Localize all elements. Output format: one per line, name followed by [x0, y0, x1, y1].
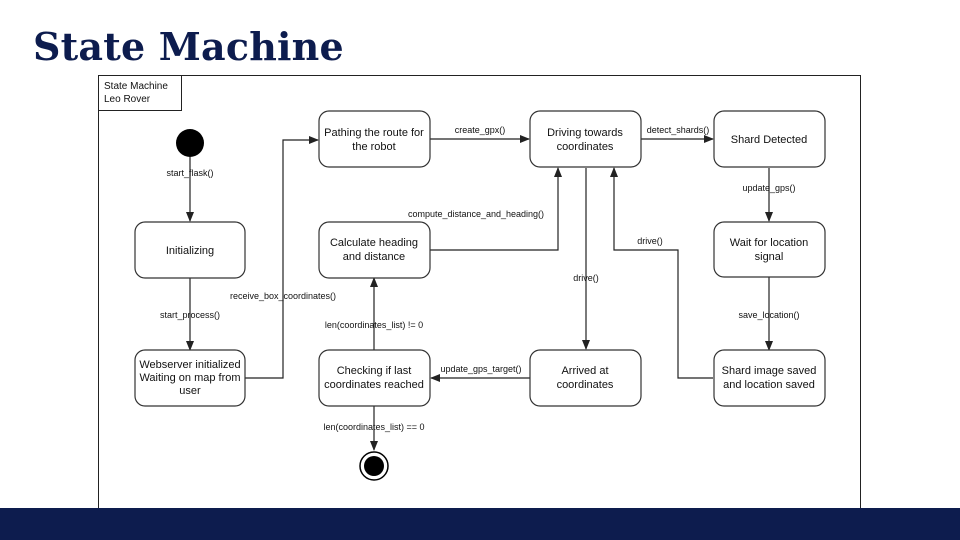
state-driving-label-1: Driving towards — [547, 127, 623, 139]
state-pathing-label-2: the robot — [352, 141, 395, 153]
transition-len-nonzero: len(coordinates_list) != 0 — [325, 320, 423, 330]
state-calculate — [318, 221, 431, 279]
state-calculate-label-2: and distance — [343, 251, 405, 263]
frame-title-tab: State Machine Leo Rover — [99, 76, 182, 111]
footer-bar — [0, 508, 960, 540]
state-checking — [318, 349, 431, 407]
state-arrived-label-1: Arrived at — [561, 365, 608, 377]
state-checking-label-2: coordinates reached — [324, 379, 424, 391]
state-shard-saved-label-1: Shard image saved — [722, 365, 817, 377]
transition-detect-shards: detect_shards() — [647, 125, 710, 135]
frame-title-line-2: Leo Rover — [104, 94, 151, 105]
state-initializing — [134, 221, 246, 279]
start-node — [176, 129, 204, 157]
state-webserver-label-1: Webserver initialized — [139, 359, 240, 371]
state-wait-location — [713, 221, 826, 278]
frame-title-line-1: State Machine — [104, 81, 168, 92]
transition-drive-down: drive() — [573, 273, 599, 283]
transition-receive-box: receive_box_coordinates() — [230, 291, 336, 301]
state-pathing — [318, 110, 431, 168]
state-shard-saved-label-2: and location saved — [723, 379, 815, 391]
state-pathing-label-1: Pathing the route for — [324, 127, 424, 139]
state-shard-detected-label: Shard Detected — [731, 134, 807, 146]
transition-update-gps-target: update_gps_target() — [440, 364, 521, 374]
end-node — [359, 451, 389, 481]
state-wait-location-label-1: Wait for location — [730, 237, 808, 249]
transition-compute: compute_distance_and_heading() — [408, 209, 544, 219]
state-calculate-label-1: Calculate heading — [330, 237, 418, 249]
transition-save-location: save_location() — [738, 310, 799, 320]
transition-len-zero: len(coordinates_list) == 0 — [323, 422, 424, 432]
state-arrived — [529, 349, 642, 407]
arrow-webserver-to-pathing — [245, 136, 319, 379]
state-wait-location-label-2: signal — [755, 251, 784, 263]
transition-create-gpx: create_gpx() — [455, 125, 506, 135]
state-shard-saved — [713, 349, 826, 407]
state-driving-label-2: coordinates — [557, 141, 614, 153]
transition-drive-right: drive() — [637, 236, 663, 246]
state-webserver-label-3: user — [179, 385, 201, 397]
transition-start-flask: start_flask() — [166, 168, 213, 178]
slide-title: State Machine — [33, 24, 344, 69]
transition-start-process: start_process() — [160, 310, 220, 320]
transition-update-gps: update_gps() — [742, 183, 795, 193]
arrow-saved-to-driving — [610, 167, 713, 379]
state-webserver — [134, 349, 246, 407]
state-checking-label-1: Checking if last — [337, 365, 412, 377]
state-arrived-label-2: coordinates — [557, 379, 614, 391]
state-initializing-label: Initializing — [166, 245, 214, 257]
state-driving — [529, 110, 642, 168]
state-webserver-label-2: Waiting on map from — [139, 372, 240, 384]
arrow-calculate-to-driving — [430, 167, 562, 251]
state-shard-detected — [713, 110, 826, 168]
